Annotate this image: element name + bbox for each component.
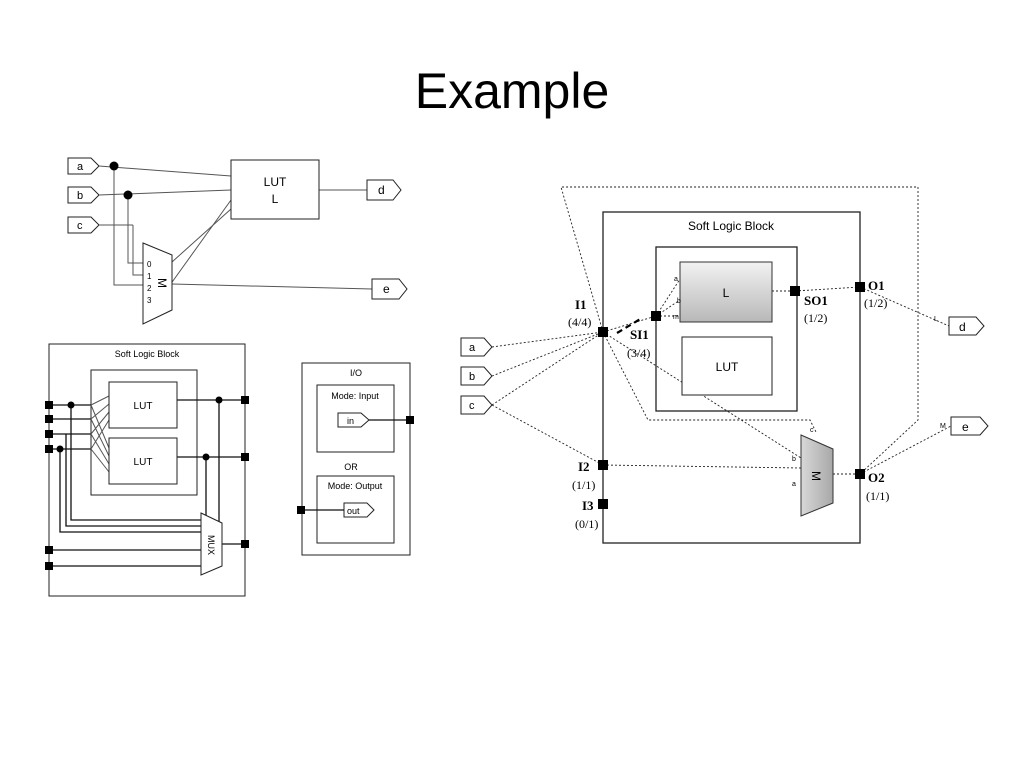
soft-block-lut-2: LUT <box>108 437 178 485</box>
mapping-input-a: a <box>460 337 493 357</box>
svg-text:a: a <box>674 276 678 283</box>
junction-dot <box>123 190 133 200</box>
soft-block-pins <box>45 396 249 570</box>
svg-text:c: c <box>77 220 83 232</box>
svg-text:LUT: LUT <box>134 457 153 468</box>
netlist-output-e: e <box>371 278 408 300</box>
slide-title: Example <box>414 63 610 119</box>
netlist-input-c: c <box>67 216 100 234</box>
svg-text:b: b <box>469 371 475 383</box>
svg-text:(1/1): (1/1) <box>866 489 889 503</box>
svg-text:d: d <box>378 183 385 197</box>
svg-text:L: L <box>934 316 938 323</box>
soft-logic-block-title: Soft Logic Block <box>115 349 180 359</box>
svg-text:(0/1): (0/1) <box>575 517 598 531</box>
svg-text:L: L <box>723 286 730 300</box>
io-block-title: I/O <box>350 368 362 378</box>
svg-text:b: b <box>677 298 681 305</box>
svg-text:SO1: SO1 <box>804 293 828 308</box>
mapping-soft-logic-block <box>602 211 861 544</box>
netlist-lut-l: LUT L <box>230 159 320 220</box>
svg-text:L: L <box>272 192 279 206</box>
svg-text:(1/2): (1/2) <box>804 311 827 325</box>
svg-text:0: 0 <box>147 260 152 269</box>
mapping-lut-unused: LUT <box>681 336 773 396</box>
svg-text:M: M <box>940 423 946 430</box>
netlist-input-b: b <box>67 186 100 204</box>
si1-slash <box>616 317 643 334</box>
netlist-output-d: d <box>366 179 402 201</box>
netlist-mux-m: 0 1 2 3 M <box>142 242 173 325</box>
svg-text:I1: I1 <box>575 297 587 312</box>
svg-text:b: b <box>792 456 796 463</box>
svg-text:a: a <box>77 161 84 173</box>
mapping-output-d: d L <box>934 316 985 336</box>
svg-text:I2: I2 <box>578 459 590 474</box>
junction-dot <box>56 445 64 453</box>
mapping-input-b: b <box>460 366 493 386</box>
svg-text:1: 1 <box>147 272 152 281</box>
io-mode-input: Mode: Input <box>331 391 379 401</box>
svg-text:2: 2 <box>147 284 152 293</box>
svg-text:(1/2): (1/2) <box>864 296 887 310</box>
mapping-inner-block <box>655 246 798 412</box>
svg-text:O2: O2 <box>868 470 885 485</box>
svg-text:SI1: SI1 <box>630 327 649 342</box>
junction-dot <box>109 161 119 171</box>
svg-text:(1/1): (1/1) <box>572 478 595 492</box>
mapping-input-c: c <box>460 395 493 415</box>
mapping-block-title: Soft Logic Block <box>688 219 775 233</box>
io-or-label: OR <box>344 462 358 472</box>
soft-block-lut-1: LUT <box>108 381 178 429</box>
svg-text:M: M <box>155 278 169 288</box>
mapping-diagram: Soft Logic Block L a b m LUT M c b a a <box>460 186 989 544</box>
svg-text:e: e <box>962 420 969 434</box>
junction-dot <box>202 453 210 461</box>
svg-text:O1: O1 <box>868 278 885 293</box>
netlist-wires <box>98 165 373 290</box>
svg-text:e: e <box>383 282 390 296</box>
svg-text:a: a <box>792 481 796 488</box>
svg-text:LUT: LUT <box>716 360 739 374</box>
svg-text:(3/4): (3/4) <box>627 346 650 360</box>
svg-text:MUX: MUX <box>206 535 216 555</box>
svg-text:c: c <box>810 427 814 434</box>
mapping-mux-m: M c b a <box>792 427 834 517</box>
netlist-diagram: a b c LUT L <box>67 157 408 325</box>
mapping-lut-l: L a b m <box>673 261 773 323</box>
soft-logic-block-diagram: Soft Logic Block <box>45 343 249 597</box>
svg-text:d: d <box>959 320 966 334</box>
mapping-port-labels: I1 (4/4) SI1 (3/4) I2 (1/1) I3 (0/1) SO1… <box>568 278 889 531</box>
junction-dot <box>67 401 75 409</box>
mapping-output-e: e M <box>940 416 989 436</box>
netlist-input-a: a <box>67 157 100 175</box>
svg-text:LUT: LUT <box>134 401 153 412</box>
io-in-pin: in <box>347 416 354 426</box>
mapping-port-pins <box>598 282 865 509</box>
svg-text:3: 3 <box>147 296 152 305</box>
svg-text:LUT: LUT <box>264 175 287 189</box>
io-mode-output: Mode: Output <box>328 481 383 491</box>
svg-text:c: c <box>469 400 475 412</box>
io-out-pin: out <box>347 506 360 516</box>
junction-dot <box>215 396 223 404</box>
svg-text:b: b <box>77 190 83 202</box>
soft-block-wires <box>49 395 245 567</box>
svg-text:(4/4): (4/4) <box>568 315 591 329</box>
svg-text:M: M <box>809 471 823 481</box>
soft-block-mux: MUX <box>200 512 223 576</box>
svg-text:a: a <box>469 342 476 354</box>
io-block-diagram: I/O Mode: Input in OR Mode: Output out <box>297 362 414 556</box>
svg-text:m: m <box>673 314 679 321</box>
svg-text:I3: I3 <box>582 498 594 513</box>
